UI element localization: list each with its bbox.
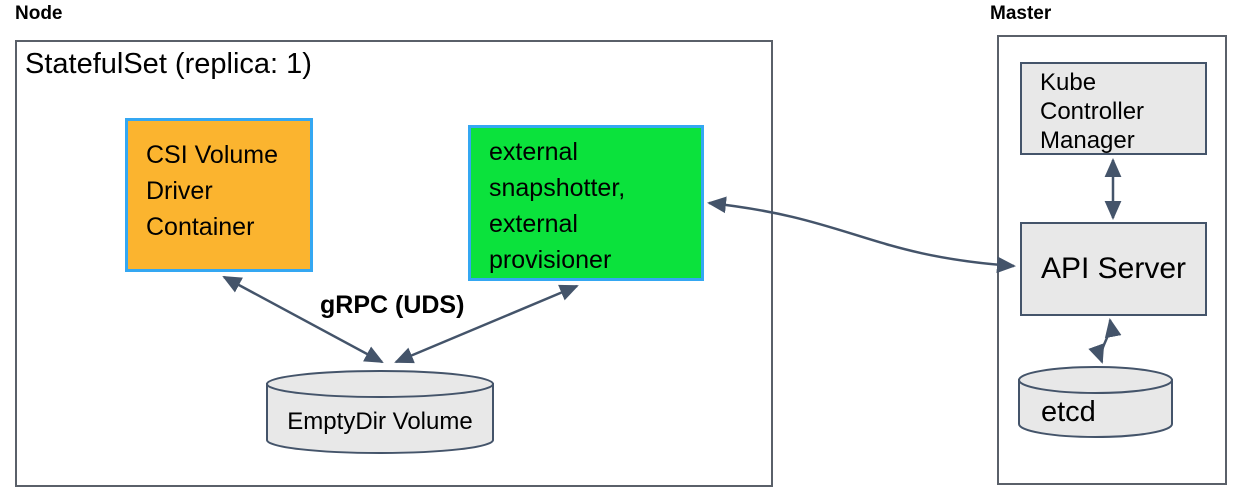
node-group-label: Node	[15, 3, 63, 24]
master-group-label: Master	[990, 3, 1052, 24]
kube-controller-manager-box: Kube Controller Manager	[1020, 62, 1207, 155]
csi-volume-driver-container-box: CSI Volume Driver Container	[125, 118, 313, 272]
emptydir-volume-label: EmptyDir Volume	[287, 408, 473, 435]
etcd-label: etcd	[1041, 396, 1096, 428]
grpc-uds-label: gRPC (UDS)	[320, 291, 465, 319]
api-server-box: API Server	[1020, 222, 1207, 316]
statefulset-title: StatefulSet (replica: 1)	[25, 48, 312, 80]
external-sidecars-box: external snapshotter, external provision…	[468, 125, 704, 281]
